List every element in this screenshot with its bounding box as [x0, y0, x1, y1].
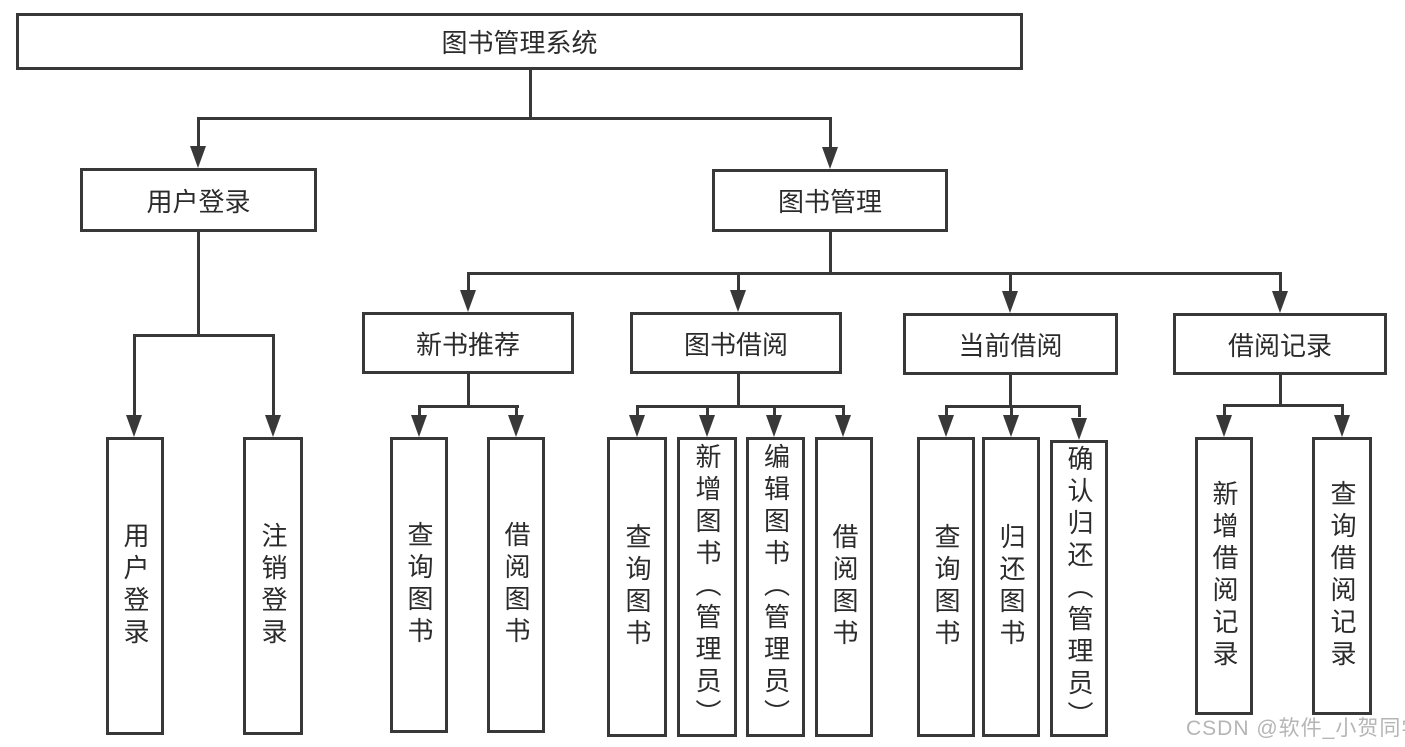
node-label: 查询图书 [622, 523, 652, 651]
connector-line [197, 117, 200, 148]
arrow-down-icon [411, 415, 427, 437]
arrow-down-icon [1216, 415, 1232, 437]
node-label: 图书管理 [777, 187, 882, 217]
connector-line [467, 272, 1282, 275]
leaf-borrow-books-recommend: 借阅图书 [487, 437, 545, 733]
node-label: 用户登录 [146, 186, 251, 217]
node-label: 确认归还（管理员） [1064, 444, 1094, 733]
connector-line [773, 405, 776, 417]
connector-line [737, 272, 740, 292]
connector-line [418, 405, 421, 417]
node-book-borrow: 图书借阅 [630, 312, 842, 374]
connector-line [1009, 272, 1012, 293]
connector-line [1223, 404, 1344, 407]
node-book-management: 图书管理 [712, 169, 948, 232]
connector-line [737, 374, 740, 407]
connector-line [636, 405, 639, 417]
connector-line [945, 405, 1081, 408]
connector-line [418, 405, 519, 408]
leaf-add-borrow-record: 新增借阅记录 [1195, 437, 1253, 715]
arrow-down-icon [835, 415, 851, 437]
arrow-down-icon [730, 290, 746, 312]
connector-line [829, 117, 832, 148]
node-label: 用户登录 [120, 522, 150, 650]
connector-line [197, 232, 200, 335]
arrow-down-icon [938, 415, 954, 437]
watermark: CSDN @软件_小贺同学 [1186, 717, 1405, 740]
connector-line [529, 70, 532, 118]
connector-line [1279, 272, 1282, 293]
connector-line [1279, 375, 1282, 406]
arrow-down-icon [699, 415, 715, 437]
arrow-down-icon [126, 415, 142, 437]
node-label: 图书借阅 [683, 329, 788, 360]
connector-line [842, 405, 845, 417]
node-label: 借阅图书 [501, 521, 531, 649]
arrow-down-icon [1272, 291, 1288, 313]
node-label: 查询图书 [931, 523, 961, 651]
connector-line [1010, 405, 1013, 417]
node-library-system: 图书管理系统 [16, 13, 1023, 70]
leaf-return-books: 归还图书 [982, 437, 1040, 737]
node-label: 注销登录 [258, 522, 288, 650]
arrow-down-icon [265, 415, 281, 437]
connector-line [467, 374, 470, 407]
arrow-down-icon [1071, 418, 1087, 440]
leaf-confirm-return-admin: 确认归还（管理员） [1050, 440, 1108, 737]
connector-line [467, 272, 470, 292]
node-current-borrow: 当前借阅 [903, 313, 1118, 375]
connector-line [515, 405, 518, 417]
node-label: 借阅记录 [1227, 330, 1332, 361]
connector-line [706, 405, 709, 417]
connector-line [945, 405, 948, 417]
node-user-login: 用户登录 [80, 168, 317, 232]
node-label: 新书推荐 [415, 329, 520, 360]
connector-line [1009, 375, 1012, 407]
node-label: 图书管理系统 [441, 28, 598, 58]
connector-line [829, 232, 832, 274]
node-label: 当前借阅 [958, 330, 1063, 361]
node-label: 新增图书（管理员） [692, 443, 722, 731]
node-label: 归还图书 [996, 523, 1026, 651]
connector-line [197, 117, 832, 120]
arrow-down-icon [1334, 415, 1350, 437]
arrow-down-icon [629, 415, 645, 437]
arrow-down-icon [1003, 415, 1019, 437]
node-new-book-recommend: 新书推荐 [362, 312, 574, 374]
connector-line [1078, 405, 1081, 417]
node-borrow-records: 借阅记录 [1173, 313, 1387, 375]
arrow-down-icon [766, 415, 782, 437]
arrow-down-icon [822, 147, 838, 169]
arrow-down-icon [460, 290, 476, 312]
node-label: 查询借阅记录 [1327, 480, 1357, 672]
connector-line [133, 334, 275, 337]
node-label: 新增借阅记录 [1209, 480, 1239, 672]
leaf-user-login: 用户登录 [106, 437, 164, 735]
arrow-down-icon [190, 146, 206, 168]
connector-line [636, 405, 845, 408]
connector-line [1223, 404, 1226, 417]
leaf-add-books-admin: 新增图书（管理员） [677, 437, 737, 737]
leaf-borrow-books: 借阅图书 [815, 437, 873, 737]
node-label: 借阅图书 [829, 523, 859, 651]
leaf-query-books-current: 查询图书 [917, 437, 975, 737]
node-label: 编辑图书（管理员） [760, 443, 791, 731]
connector-line [1341, 404, 1344, 417]
leaf-query-borrow-record: 查询借阅记录 [1312, 437, 1372, 715]
arrow-down-icon [1002, 291, 1018, 313]
node-label: 查询图书 [404, 521, 434, 649]
connector-line [272, 334, 275, 416]
leaf-edit-books-admin: 编辑图书（管理员） [746, 437, 805, 737]
connector-line [133, 334, 136, 416]
arrow-down-icon [508, 415, 524, 437]
leaf-query-books-recommend: 查询图书 [390, 437, 448, 733]
leaf-logout: 注销登录 [243, 437, 303, 735]
leaf-query-books-borrow: 查询图书 [607, 437, 667, 737]
